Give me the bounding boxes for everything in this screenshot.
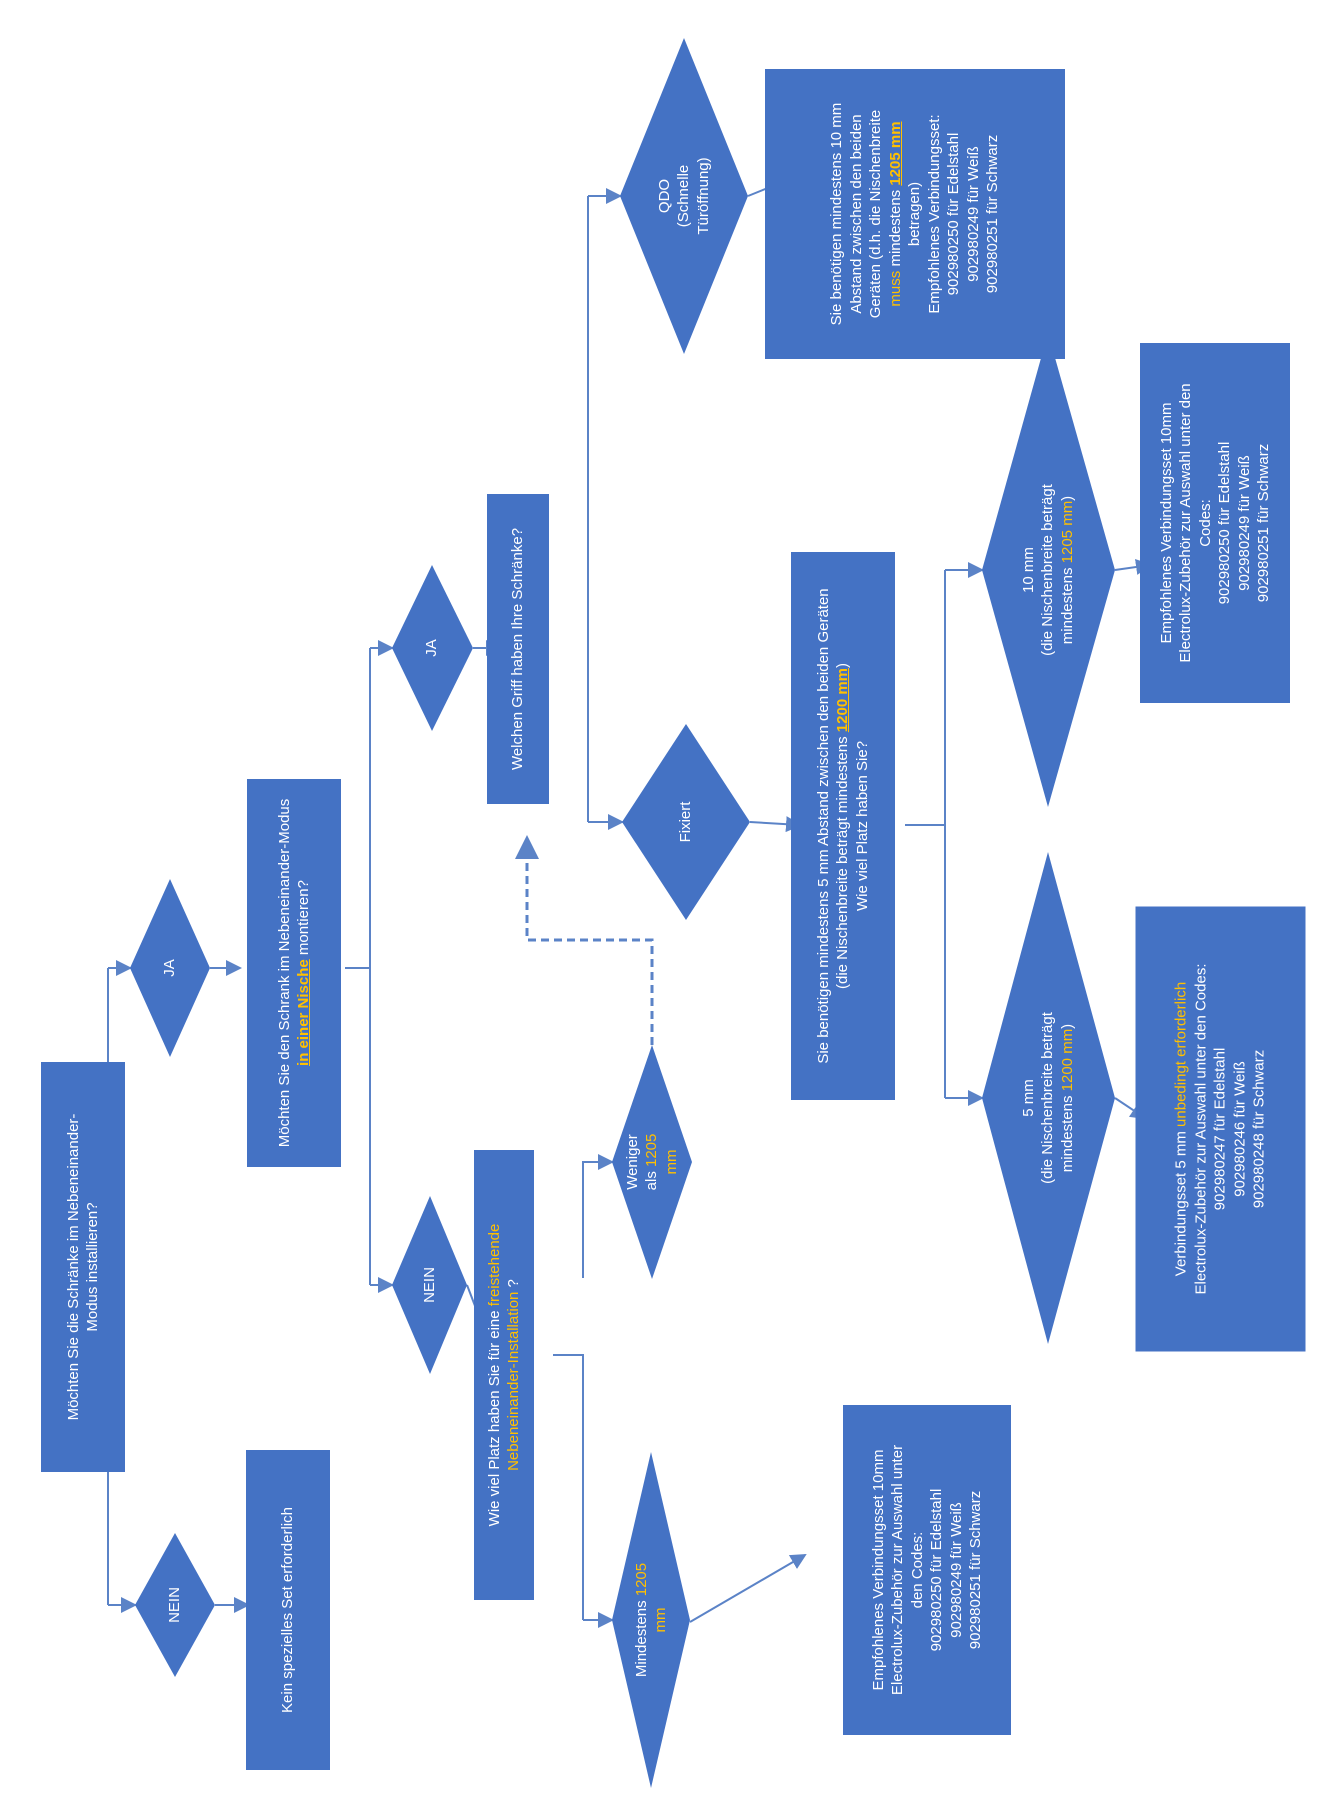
diamond-shape-nein-1	[135, 1533, 215, 1677]
diamond-ja-1: JA	[161, 959, 179, 977]
niche-question-text: Möchten Sie den Schrank im Nebeneinander…	[275, 798, 313, 1148]
edge-niche-branch	[345, 648, 371, 1285]
diamond-shape-weniger	[612, 1045, 692, 1279]
freistehend-question-text: Wie viel Platz haben Sie für eine freist…	[485, 1223, 523, 1527]
result-10mm-niche-text: Empfohlenes Verbindungsset 10mm Electrol…	[1157, 383, 1273, 663]
start-question-text: Möchten Sie die Schränke im Nebeneinande…	[64, 1113, 102, 1421]
result-5mm-box: Verbindungsset 5 mm unbedingt erforderli…	[1135, 906, 1306, 1352]
diamond-shape-10mm	[982, 333, 1115, 807]
edge-info-branch	[905, 570, 946, 1098]
diamond-nein-2: NEIN	[421, 1267, 439, 1303]
diamond-qdo: QDO (Schnelle Türöffnung)	[655, 157, 712, 235]
diamond-shape-ja-2	[392, 565, 473, 731]
result-10mm-niche-box: Empfohlenes Verbindungsset 10mm Electrol…	[1140, 343, 1290, 703]
start-question-box: Möchten Sie die Schränke im Nebeneinande…	[41, 1062, 125, 1472]
niche-question-box: Möchten Sie den Schrank im Nebeneinander…	[247, 779, 341, 1167]
diamond-shape-qdo	[620, 38, 748, 354]
edge-frei-branch	[553, 1354, 584, 1620]
result-5mm-text: Verbindungsset 5 mm unbedingt erforderli…	[1172, 963, 1268, 1295]
fixiert-info-text: Sie benötigen mindestens 5 mm Abstand zw…	[814, 588, 871, 1064]
diamond-shape-mindestens	[612, 1452, 690, 1788]
diamond-fixiert: Fixiert	[677, 801, 695, 843]
diamond-shape-ja-1	[130, 879, 210, 1057]
diamond-shape-nein-2	[392, 1196, 467, 1374]
edge-weniger-griff	[515, 835, 654, 1045]
kein-set-box: Kein spezielles Set erforderlich	[246, 1450, 330, 1770]
kein-set-text: Kein spezielles Set erforderlich	[279, 1507, 297, 1713]
diamond-nein-1: NEIN	[166, 1587, 184, 1623]
fixiert-info-box: Sie benötigen mindestens 5 mm Abstand zw…	[791, 552, 895, 1100]
result-10mm-free-text: Empfohlenes Verbindungsset 10mm Electrol…	[869, 1444, 985, 1696]
diamond-mindestens: Mindestens 1205 mm	[632, 1562, 670, 1678]
diamond-shape-5mm	[982, 852, 1115, 1344]
diamond-weniger: Weniger als 1205 mm	[623, 1133, 680, 1191]
diamond-shape-fixiert	[622, 724, 750, 920]
result-10mm-free-box: Empfohlenes Verbindungsset 10mm Electrol…	[843, 1405, 1011, 1735]
griff-question-text: Welchen Griff haben Ihre Schränke?	[509, 527, 527, 771]
edge-mindestens-result	[689, 1553, 807, 1623]
freistehend-question-box: Wie viel Platz haben Sie für eine freist…	[474, 1150, 534, 1600]
griff-question-box: Welchen Griff haben Ihre Schränke?	[487, 494, 549, 804]
edge-to-weniger	[582, 1154, 614, 1278]
diamond-ja-2: JA	[423, 639, 441, 657]
